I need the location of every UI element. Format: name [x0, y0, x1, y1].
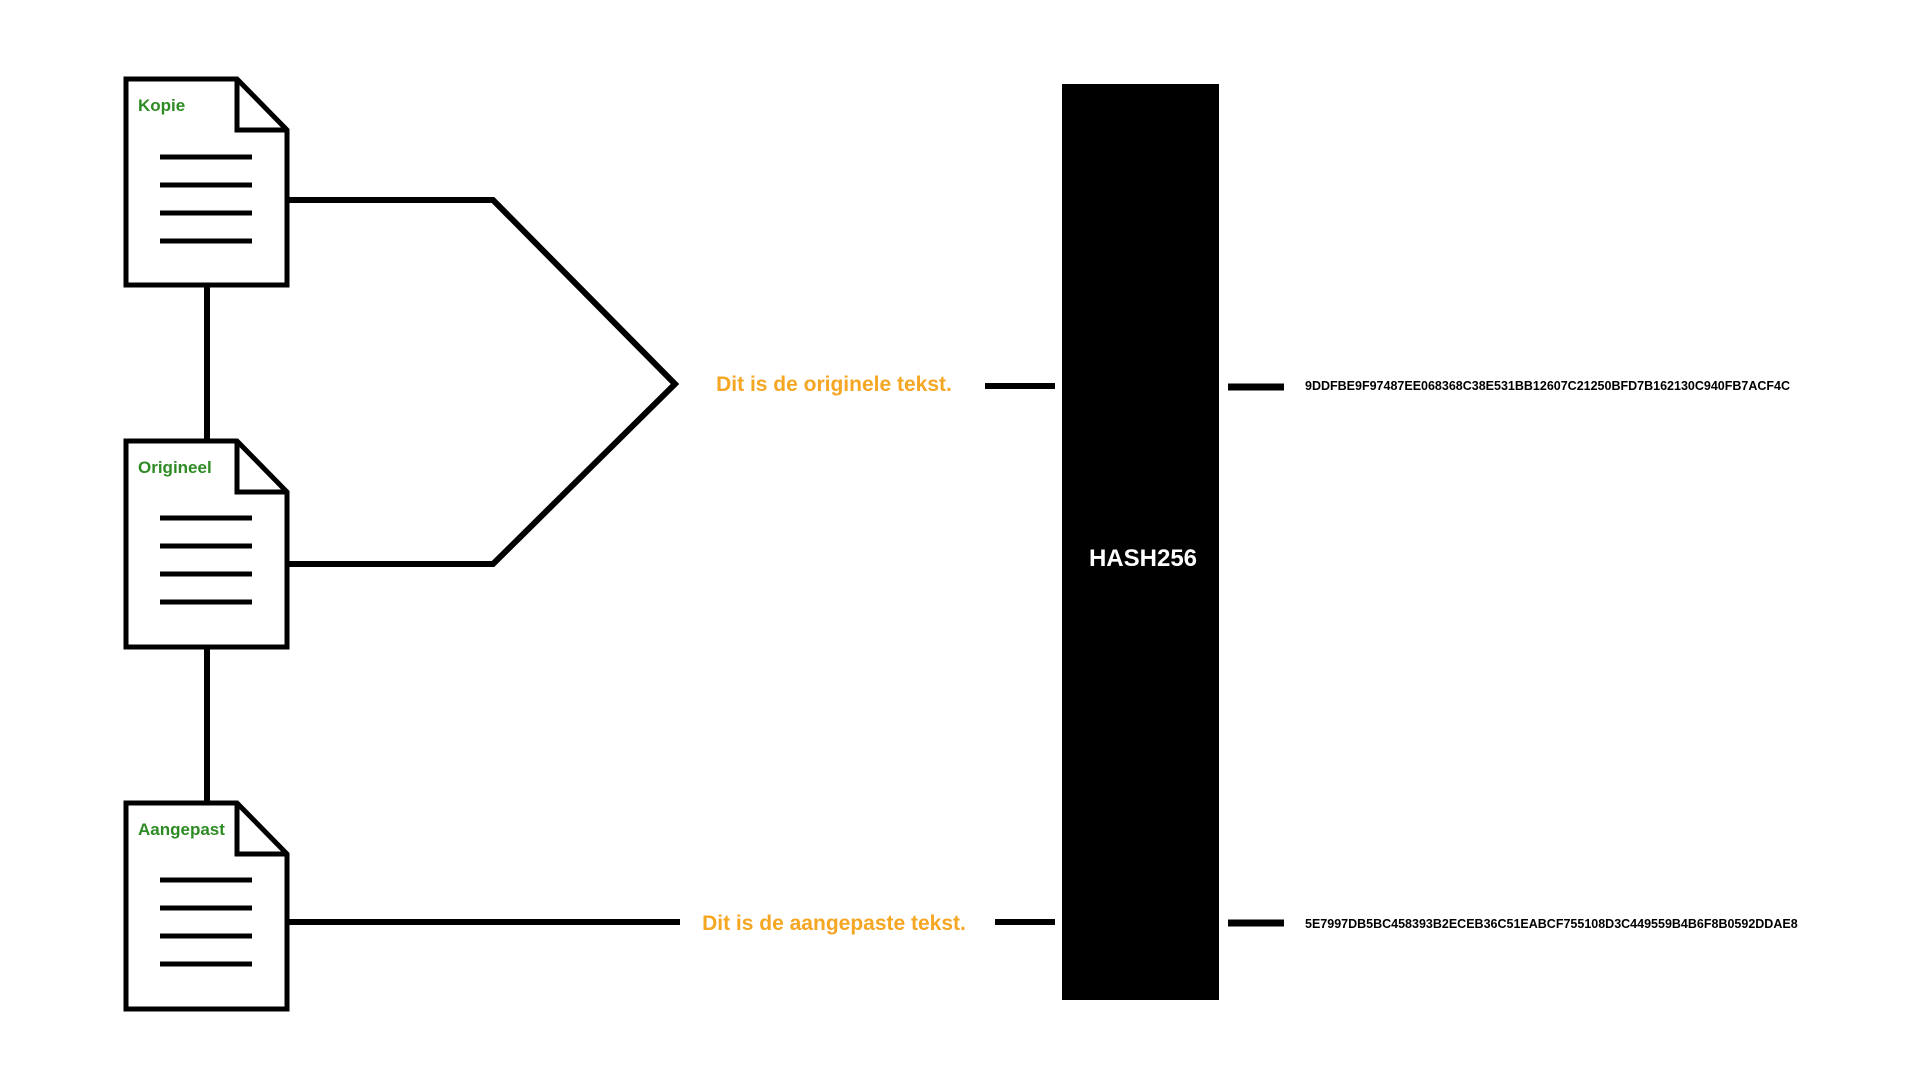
modified-input-text: Dit is de aangepaste tekst.: [702, 912, 966, 935]
original-input-text: Dit is de originele tekst.: [716, 373, 952, 396]
document-icon: [123, 438, 290, 650]
document-copy: Kopie: [123, 76, 290, 288]
document-copy-label: Kopie: [138, 96, 185, 115]
hash-function-box: [1062, 84, 1219, 1000]
document-modified-label: Aangepast: [138, 820, 225, 839]
document-original: Origineel: [123, 438, 290, 650]
document-original-label: Origineel: [138, 458, 212, 477]
modified-hash-output: 5E7997DB5BC458393B2ECEB36C51EABCF755108D…: [1305, 917, 1798, 931]
original-hash-output: 9DDFBE9F97487EE068368C38E531BB12607C2125…: [1305, 379, 1790, 393]
hash-function-label: HASH256: [1089, 545, 1197, 572]
document-modified: Aangepast: [123, 800, 290, 1012]
document-icon: [123, 800, 290, 1012]
merge-connector: [287, 197, 680, 567]
document-icon: [123, 76, 290, 288]
